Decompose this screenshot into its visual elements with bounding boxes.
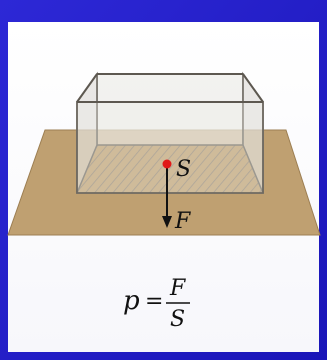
formula-denominator: S bbox=[170, 307, 185, 332]
formula-numerator: F bbox=[169, 276, 186, 301]
glass-box bbox=[76, 71, 264, 194]
pressure-formula: p = F S bbox=[123, 276, 190, 332]
label-s: S bbox=[176, 157, 191, 182]
formula-p: p bbox=[123, 286, 140, 316]
box-front-wall bbox=[76, 101, 264, 194]
pressure-point bbox=[162, 159, 172, 169]
force-arrow bbox=[162, 166, 172, 228]
formula-equals: = bbox=[145, 289, 163, 314]
label-f: F bbox=[174, 209, 191, 234]
